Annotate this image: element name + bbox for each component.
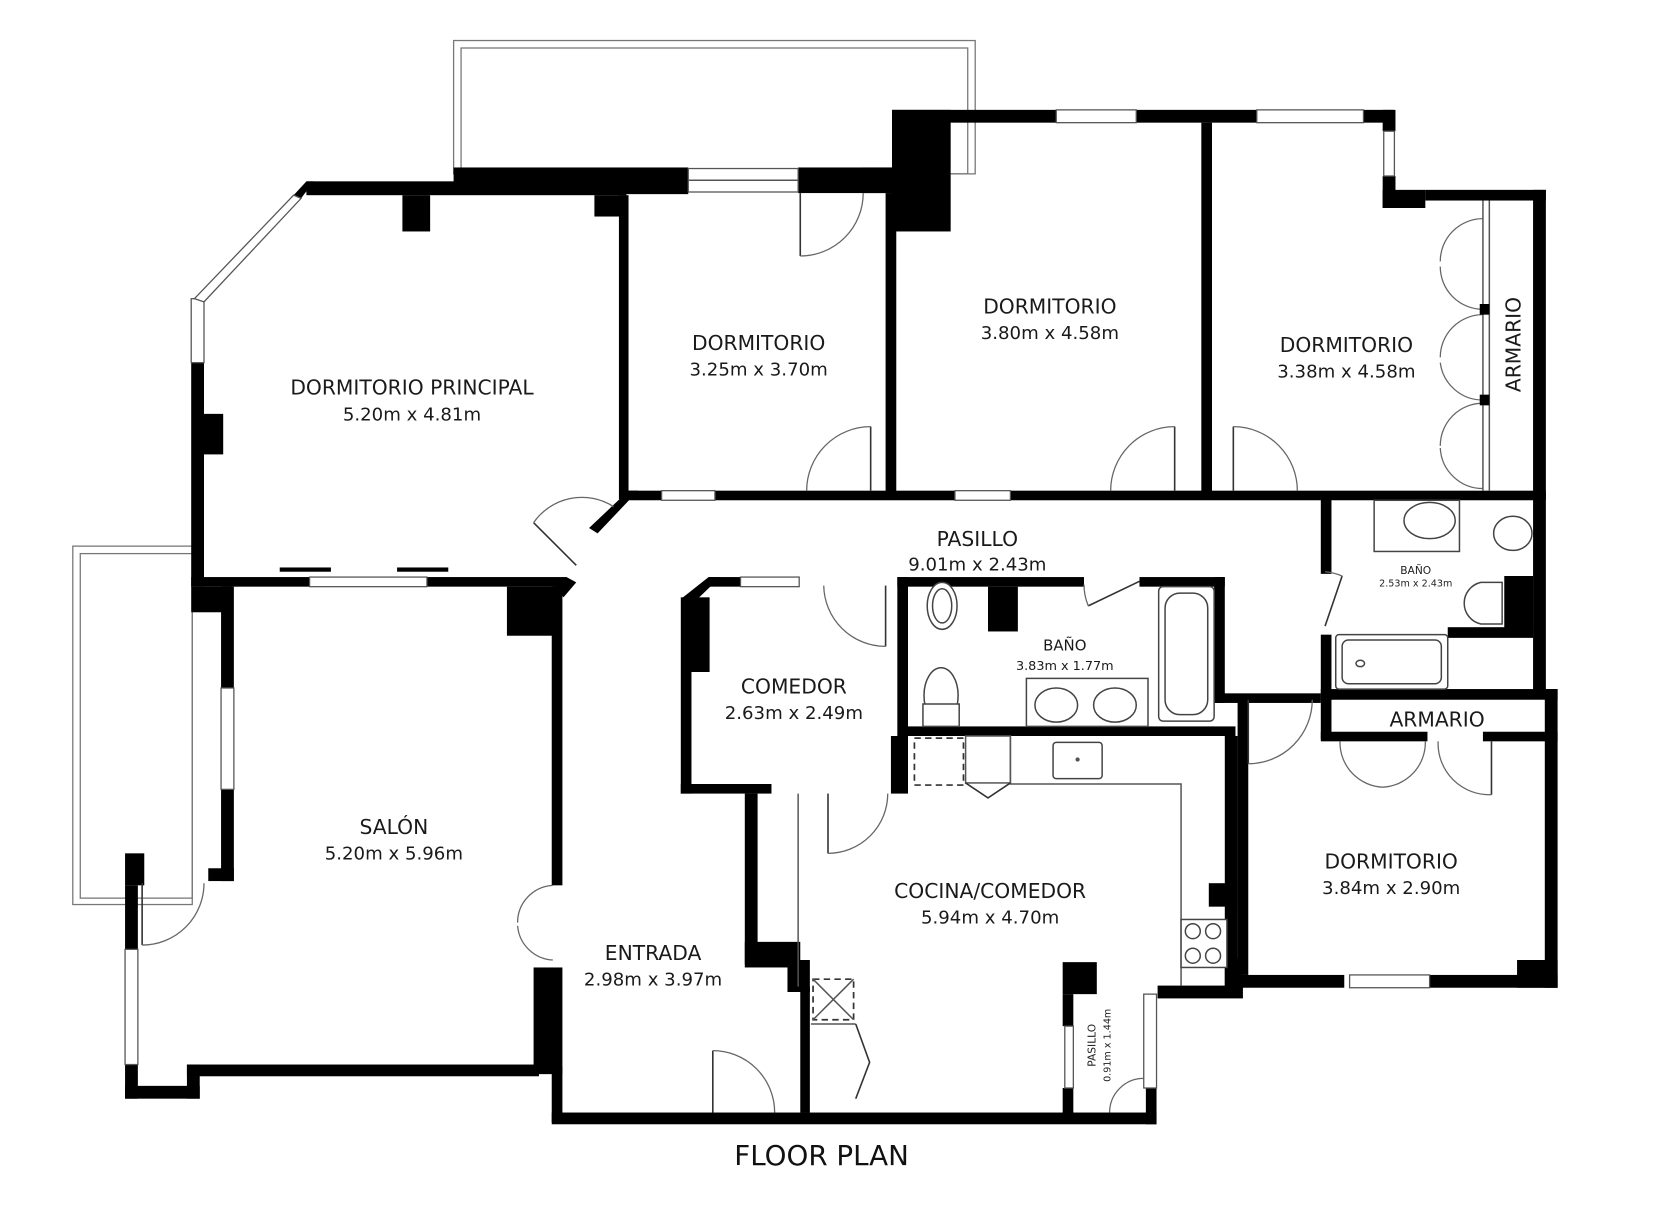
room-dims-salon: 5.20m x 5.96m — [325, 844, 463, 865]
room-dims-entrada: 2.98m x 3.97m — [584, 970, 722, 991]
floor-plan-title: FLOOR PLAN — [734, 1139, 909, 1172]
room-dims-comedor: 2.63m x 2.49m — [725, 703, 863, 724]
room-name-dormitorio-1: DORMITORIO — [692, 331, 825, 355]
room-dims-bano-small: 2.53m x 2.43m — [1379, 579, 1452, 590]
left-terrace-outer — [72, 545, 193, 906]
room-name-dormitorio-4: DORMITORIO — [1325, 849, 1458, 873]
room-name-pasillo-small: PASILLO — [1086, 1024, 1099, 1067]
room-name-cocina: COCINA/COMEDOR — [894, 879, 1086, 903]
room-name-dormitorio-2: DORMITORIO — [983, 295, 1116, 319]
room-name-armario-vertical: ARMARIO — [1501, 297, 1525, 392]
room-name-armario-horizontal: ARMARIO — [1389, 707, 1484, 731]
room-dims-bano: 3.83m x 1.77m — [1016, 659, 1114, 674]
room-name-comedor: COMEDOR — [741, 674, 847, 698]
room-name-bano-small: BAÑO — [1400, 564, 1431, 577]
room-name-pasillo: PASILLO — [937, 527, 1018, 551]
room-dims-dormitorio-principal: 5.20m x 4.81m — [343, 404, 481, 425]
room-name-entrada: ENTRADA — [605, 941, 702, 965]
room-dims-dormitorio-1: 3.25m x 3.70m — [690, 359, 828, 380]
room-name-salon: SALÓN — [359, 815, 428, 839]
room-dims-dormitorio-3: 3.38m x 4.58m — [1277, 362, 1415, 383]
doors — [141, 193, 1493, 1113]
room-name-dormitorio-principal: DORMITORIO PRINCIPAL — [290, 376, 534, 400]
room-dims-cocina: 5.94m x 4.70m — [921, 908, 1059, 929]
room-name-dormitorio-3: DORMITORIO — [1280, 333, 1413, 357]
fixtures — [797, 499, 1533, 1099]
room-dims-dormitorio-2: 3.80m x 4.58m — [981, 323, 1119, 344]
room-labels: DORMITORIO PRINCIPAL 5.20m x 4.81m DORMI… — [290, 295, 1525, 1082]
room-dims-dormitorio-4: 3.84m x 2.90m — [1322, 878, 1460, 899]
room-dims-pasillo: 9.01m x 2.43m — [908, 555, 1046, 576]
windows — [124, 109, 1431, 1089]
left-terrace-inner — [79, 552, 193, 899]
walls — [125, 109, 1558, 1125]
room-name-bano: BAÑO — [1043, 637, 1086, 655]
top-terrace-inner — [460, 47, 969, 175]
room-dims-pasillo-small: 0.91m x 1.44m — [1103, 1009, 1114, 1082]
